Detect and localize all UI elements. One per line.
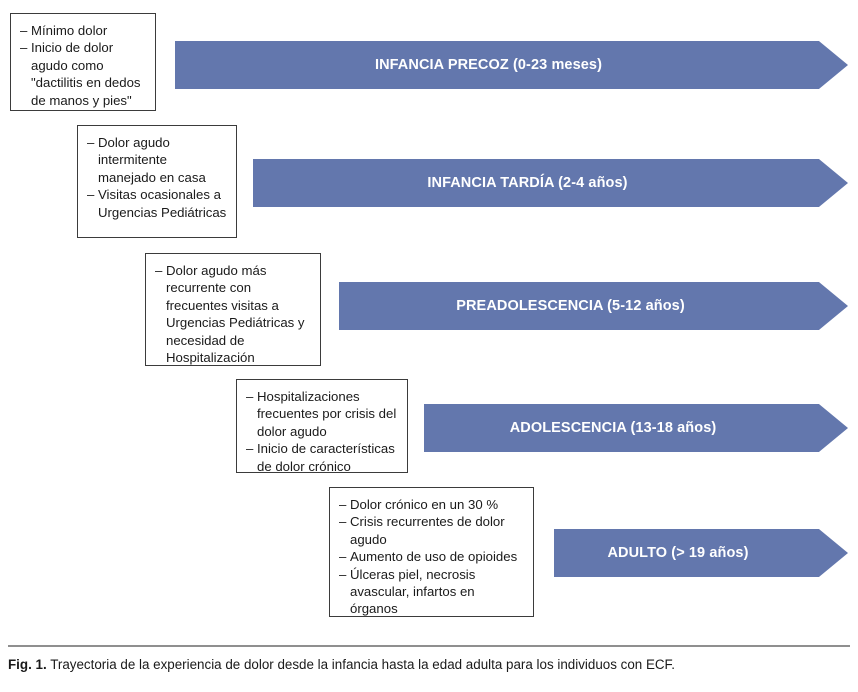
stage-info-box-adolescencia: Hospitalizaciones frecuentes por crisis …: [236, 379, 408, 475]
list-item: Úlceras piel, necrosis avascular, infart…: [339, 566, 525, 618]
list-item: Crisis recurrentes de dolor agudo: [339, 513, 525, 548]
stage-info-box-preadolescencia: Dolor agudo más recurrente con frecuente…: [145, 253, 321, 366]
list-item: Hospitalizaciones frecuentes por crisis …: [246, 388, 399, 440]
bullet-list: Hospitalizaciones frecuentes por crisis …: [246, 388, 399, 475]
stage-arrow-preadolescencia: PREADOLESCENCIA (5-12 años): [339, 282, 848, 330]
list-item: Mínimo dolor: [20, 22, 147, 40]
list-item: Visitas ocasionales a Urgencias Pediátri…: [87, 186, 228, 221]
bullet-list: Dolor agudo intermitente manejado en cas…: [87, 134, 228, 221]
figure-caption-text: Trayectoria de la experiencia de dolor d…: [50, 657, 675, 672]
bullet-list: Dolor crónico en un 30 % Crisis recurren…: [339, 496, 525, 618]
arrow-right-icon: [175, 41, 848, 89]
arrow-right-icon: [339, 282, 848, 330]
arrow-right-icon: [554, 529, 848, 577]
stage-info-box-infancia-tardia: Dolor agudo intermitente manejado en cas…: [77, 125, 237, 238]
stage-info-box-adulto: Dolor crónico en un 30 % Crisis recurren…: [329, 487, 534, 617]
stage-arrow-infancia-precoz: INFANCIA PRECOZ (0-23 meses): [175, 41, 848, 89]
stage-info-box-infancia-precoz: Mínimo dolor Inicio de dolor agudo como …: [10, 13, 156, 111]
list-item: Inicio de dolor agudo como "dactilitis e…: [20, 39, 147, 109]
figure-caption: Fig. 1. Trayectoria de la experiencia de…: [8, 656, 850, 674]
list-item: Aumento de uso de opioides: [339, 548, 525, 566]
stage-arrow-adolescencia: ADOLESCENCIA (13-18 años): [424, 404, 848, 452]
bullet-list: Dolor agudo más recurrente con frecuente…: [155, 262, 312, 366]
caption-divider: [8, 645, 850, 647]
stage-arrow-adulto: ADULTO (> 19 años): [554, 529, 848, 577]
list-item: Dolor agudo más recurrente con frecuente…: [155, 262, 312, 366]
list-item: Inicio de características de dolor cróni…: [246, 440, 399, 475]
arrow-right-icon: [253, 159, 848, 207]
list-item: Dolor agudo intermitente manejado en cas…: [87, 134, 228, 186]
list-item: Dolor crónico en un 30 %: [339, 496, 525, 514]
figure-caption-label: Fig. 1.: [8, 657, 47, 672]
bullet-list: Mínimo dolor Inicio de dolor agudo como …: [20, 22, 147, 109]
arrow-right-icon: [424, 404, 848, 452]
stage-arrow-infancia-tardia: INFANCIA TARDÍA (2-4 años): [253, 159, 848, 207]
